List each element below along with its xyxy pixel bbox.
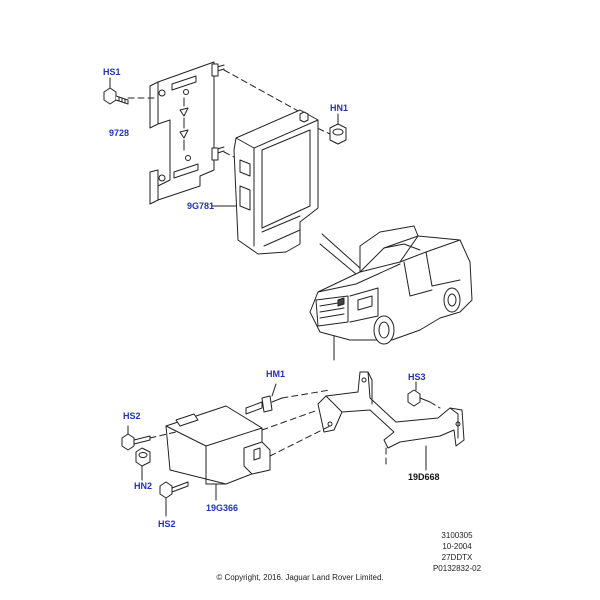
callout-9728: 9728	[109, 128, 130, 138]
bolt-hs1	[103, 77, 129, 105]
mounting-bracket-19d668	[317, 371, 465, 449]
copyright-notice: © Copyright, 2016. Jaguar Land Rover Lim…	[216, 573, 384, 582]
bracket-studs	[211, 63, 225, 161]
nut-hn1	[329, 113, 347, 145]
callout-19d668: 19D668	[408, 472, 440, 482]
bolt-hs2-top	[121, 425, 151, 451]
callout-hs2-top: HS2	[123, 411, 141, 421]
bolt-hs3	[407, 381, 431, 407]
callout-hm1: HM1	[266, 369, 286, 379]
alignment-lines-bottom	[149, 389, 441, 465]
callout-hn2: HN2	[134, 481, 153, 491]
reference-drawing: P0132832-02	[432, 564, 482, 573]
callout-hs1: HS1	[103, 67, 121, 77]
reference-code: 3100305	[441, 531, 473, 540]
control-module-9g781	[211, 109, 319, 255]
mounting-bracket-9728	[149, 61, 215, 205]
reference-date: 10-2004	[442, 542, 472, 551]
callout-19g366: 19G366	[206, 503, 239, 513]
callout-9g781: 9G781	[187, 201, 215, 211]
vehicle-illustration	[309, 225, 473, 345]
callout-hn1: HN1	[330, 103, 349, 113]
callout-hs2-bottom: HS2	[158, 519, 176, 529]
nut-hn2	[135, 447, 151, 481]
bolt-hs2-bottom	[159, 481, 189, 517]
stud-hm1	[245, 383, 283, 415]
control-module-19g366	[165, 405, 271, 501]
reference-variant: 27DDTX	[441, 553, 473, 562]
callout-hs3: HS3	[408, 372, 426, 382]
